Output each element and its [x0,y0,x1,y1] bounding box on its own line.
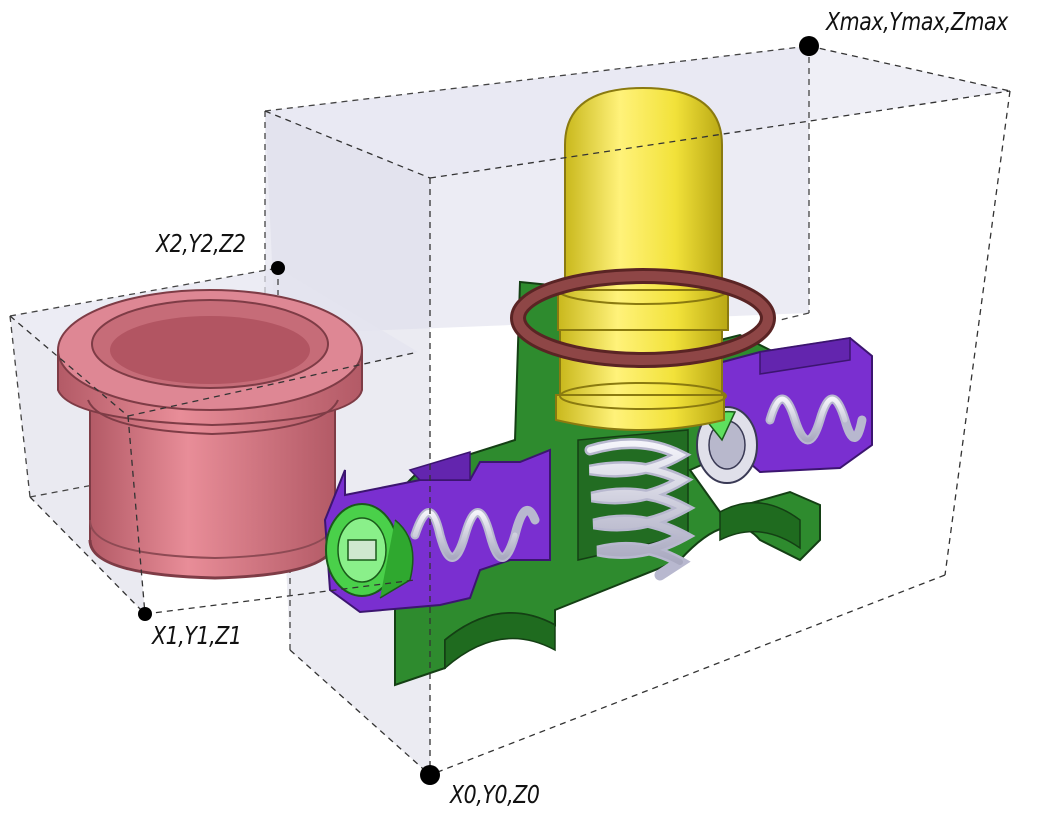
valve-right [696,406,758,484]
large-bounding-box-front [264,45,1011,776]
brown-o-ring [510,268,776,368]
corner-dot-1 [138,607,152,621]
label-corner-1: X1,Y1,Z1 [152,621,242,650]
label-max-corner: Xmax,Ymax,Zmax [826,7,1008,36]
pink-coupler [57,289,363,580]
spring-center [584,438,696,581]
label-corner-2: X2,Y2,Z2 [156,229,246,258]
corner-dot-2 [271,261,285,275]
small-bounding-box-front [9,315,419,615]
yellow-plunger [555,86,729,431]
valve-left [325,503,414,599]
corner-dot-max [799,36,819,56]
label-origin: X0,Y0,Z0 [450,780,540,809]
spring-left [410,505,540,562]
spring-right [765,394,867,445]
corner-dot-origin [420,765,440,785]
